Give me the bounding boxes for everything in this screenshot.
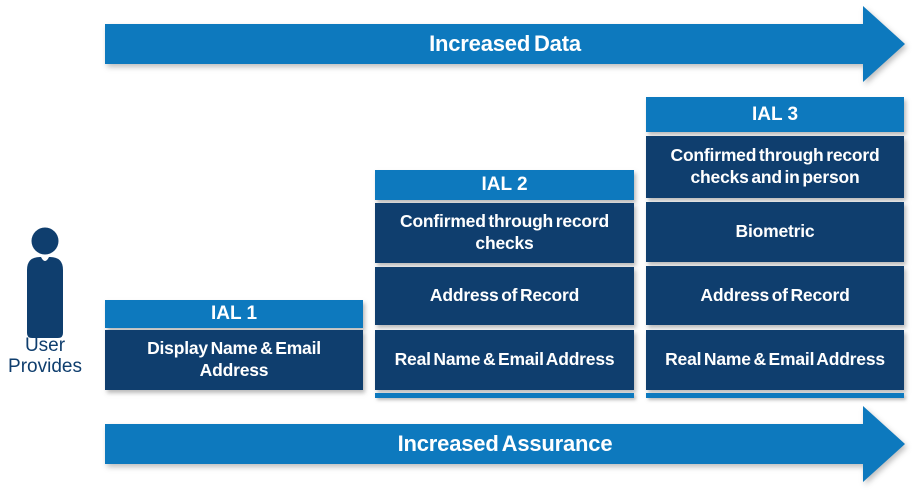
ial3-base-line (646, 393, 904, 398)
ial2-base-line (375, 393, 634, 398)
increased-data-arrow-icon (105, 6, 905, 82)
ial2-header: IAL 2 (375, 170, 634, 200)
user-head-icon (31, 227, 59, 255)
increased-data-label: Increased Data (429, 31, 581, 56)
user-body-icon (27, 257, 63, 338)
increased-assurance-label: Increased Assurance (397, 431, 613, 456)
increased-assurance-arrow-icon (105, 406, 905, 482)
ial3-box-record-checks-in-person: Confirmed through record checks and in p… (646, 136, 904, 198)
user-icon (27, 227, 63, 338)
right-arrow-shape (105, 6, 905, 82)
ial3-box-real-name-email: Real Name & Email Address (646, 330, 904, 390)
ial1-header: IAL 1 (105, 300, 363, 328)
ial3-box-biometric: Biometric (646, 202, 904, 262)
ial2-box-real-name-email: Real Name & Email Address (375, 330, 634, 390)
ial3-box-address-of-record: Address of Record (646, 266, 904, 325)
ial2-box-record-checks: Confirmed through record checks (375, 203, 634, 263)
right-arrow-shape (105, 406, 905, 482)
ial1-box-display-name-email: Display Name & Email Address (105, 330, 363, 390)
ial2-box-address-of-record: Address of Record (375, 267, 634, 325)
user-provides-label: User Provides (8, 335, 82, 377)
ial3-header: IAL 3 (646, 97, 904, 132)
